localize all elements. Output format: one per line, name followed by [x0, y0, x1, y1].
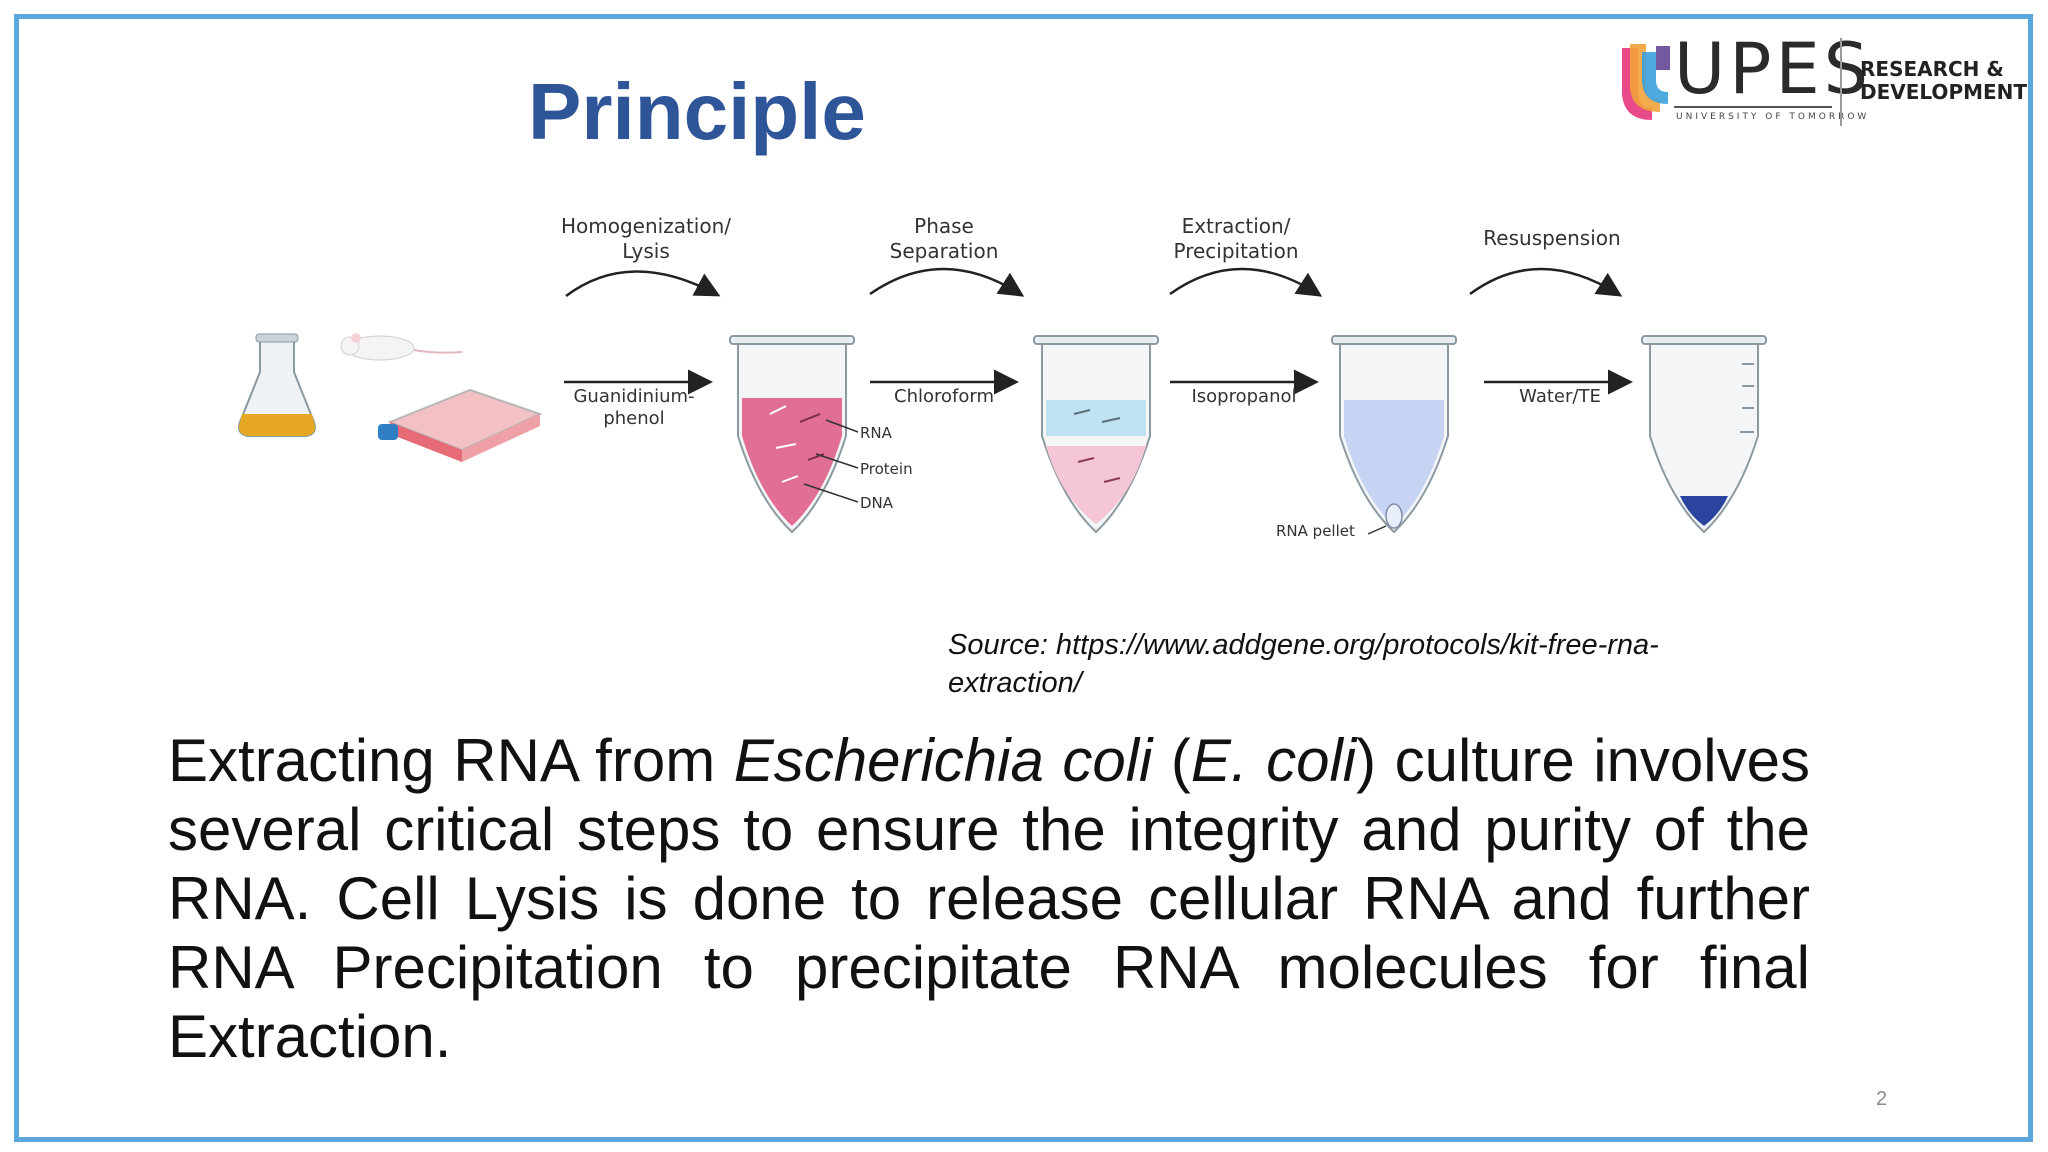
rna-extraction-figure: Homogenization/ Lysis Phase Separation E… [230, 200, 1790, 560]
mouse-icon [340, 333, 463, 361]
reagent-label-guanidinium: Guanidinium- phenol [573, 386, 695, 429]
source-line-2: extraction/ [948, 667, 1082, 699]
tube-resuspension-icon [1641, 335, 1767, 534]
reagent-label-chloroform: Chloroform [894, 386, 994, 407]
body-text-part1: Extracting RNA from [168, 727, 734, 794]
step-arrow-4 [1469, 267, 1623, 297]
layer-label-protein: Protein [860, 460, 913, 478]
source-line-1: Source: https://www.addgene.org/protocol… [948, 629, 1659, 661]
figure-illustration [238, 267, 1767, 535]
cell-culture-flask-icon [378, 388, 543, 462]
reagent-label-water-te: Water/TE [1519, 386, 1601, 407]
logo-unit-line1: RESEARCH & [1860, 57, 2004, 81]
upes-emblem-icon [1622, 44, 1670, 120]
source-citation: Source: https://www.addgene.org/protocol… [948, 626, 1768, 702]
flask-icon [238, 333, 316, 437]
body-paragraph: Extracting RNA from Escherichia coli (E.… [168, 726, 1810, 1071]
slide-frame [14, 14, 2033, 1142]
step-arrow-2 [869, 267, 1025, 297]
logo-unit-name: RESEARCH & DEVELOPMENT [1860, 58, 2027, 104]
body-text-part3: ) culture involves several critical step… [168, 727, 1810, 1070]
logo-divider [1840, 38, 1842, 126]
tube-lysate-icon [729, 335, 859, 534]
step-label-homogenization: Homogenization/ Lysis [560, 214, 732, 263]
step-arrow-1 [565, 270, 721, 298]
tube-phase-separation-icon [1033, 335, 1159, 534]
logo-unit-line2: DEVELOPMENT [1860, 80, 2028, 104]
logo-wordmark: UPES [1674, 28, 1873, 110]
pellet-label: RNA pellet [1276, 522, 1355, 540]
body-species-name: Escherichia coli [733, 727, 1153, 794]
tube-precipitation-icon [1331, 335, 1457, 535]
step-arrow-3 [1169, 267, 1323, 297]
logo-underline [1674, 106, 1832, 108]
step-label-phase-separation: Phase Separation [889, 214, 999, 263]
page-number: 2 [1876, 1088, 1888, 1110]
upes-logo: UPES UNIVERSITY OF TOMORROW RESEARCH & D… [1612, 34, 2032, 134]
reagent-label-isopropanol: Isopropanol [1191, 386, 1297, 407]
logo-tagline: UNIVERSITY OF TOMORROW [1676, 112, 1870, 122]
step-label-resuspension: Resuspension [1483, 226, 1621, 250]
body-text-part2: ( [1152, 727, 1191, 794]
body-species-abbrev: E. coli [1190, 727, 1357, 794]
slide-title: Principle [528, 67, 866, 156]
layer-label-dna: DNA [860, 494, 894, 512]
step-label-extraction: Extraction/ Precipitation [1173, 214, 1299, 263]
layer-label-rna: RNA [860, 424, 892, 442]
